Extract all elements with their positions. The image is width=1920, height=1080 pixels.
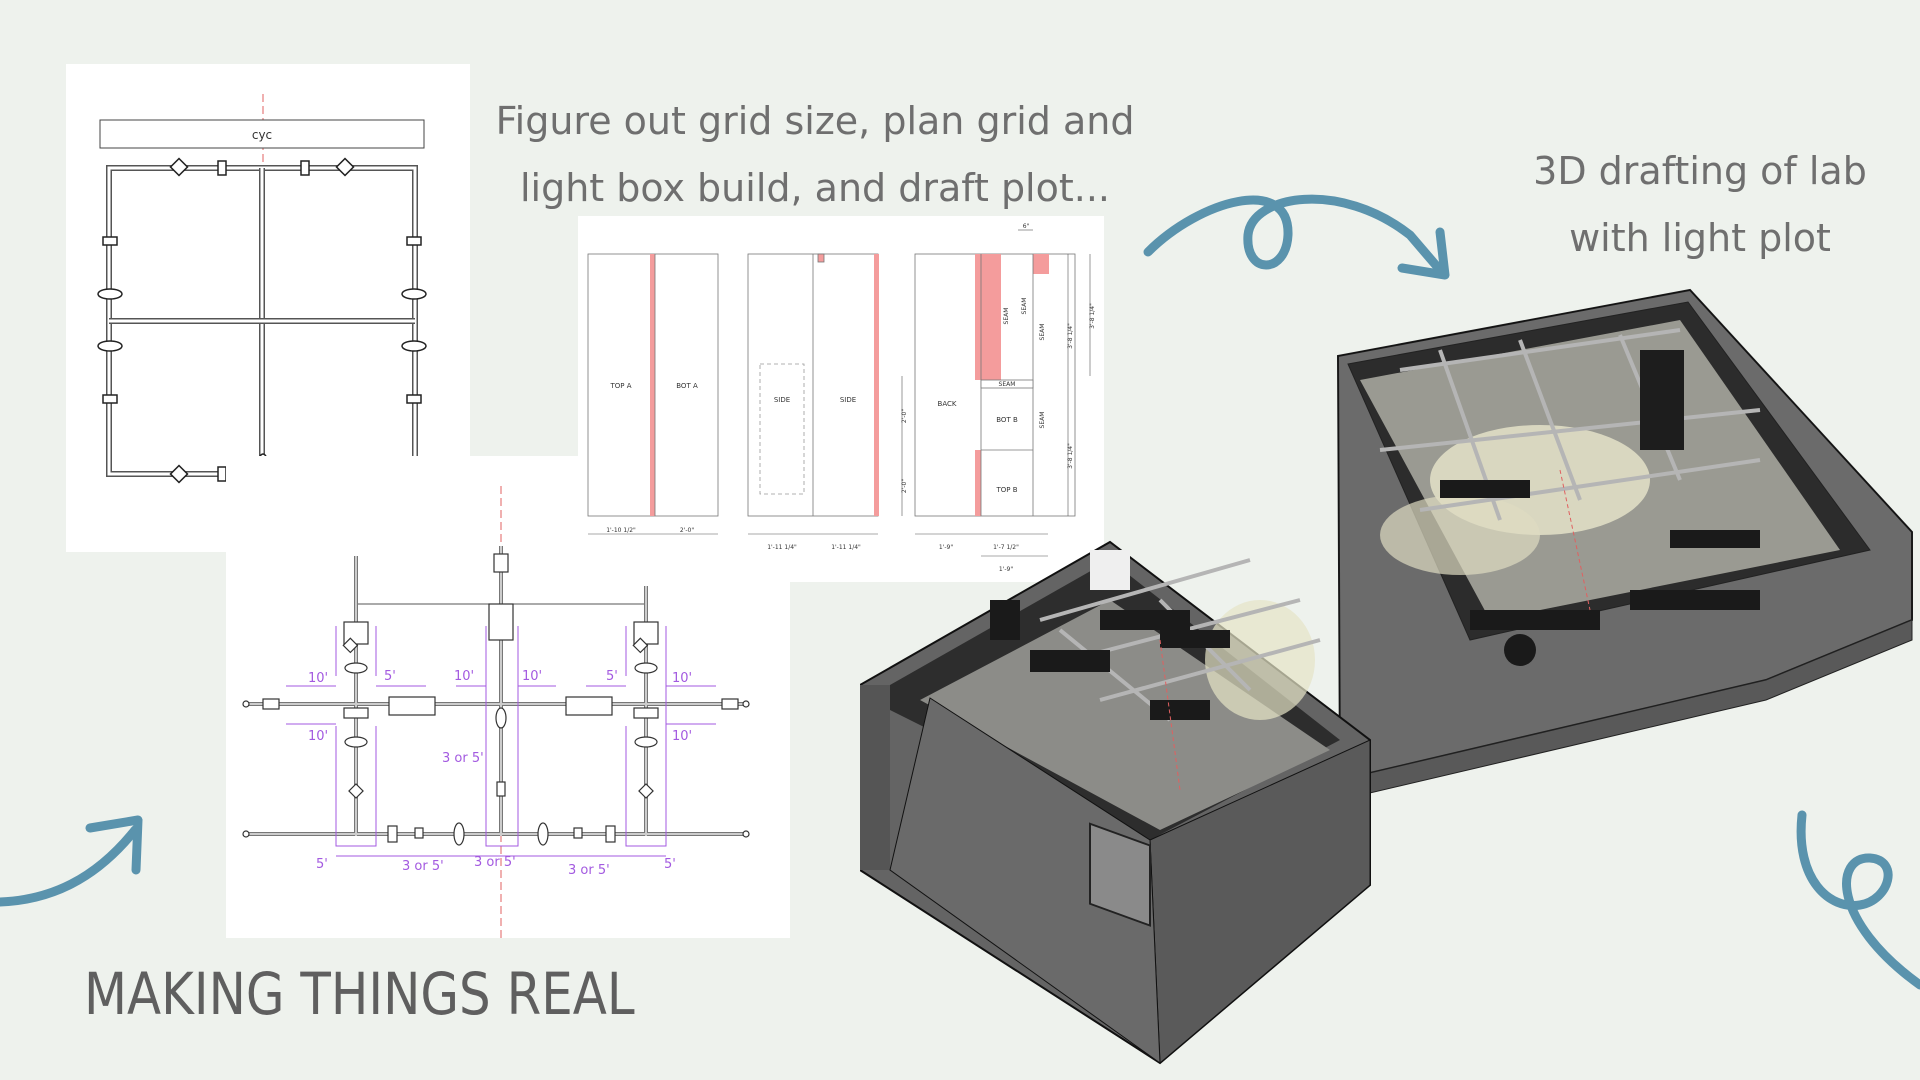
lab-room-right: [1336, 288, 1913, 801]
dim-label: 10': [672, 671, 692, 686]
side-label: SIDE: [840, 396, 856, 404]
dim-label: 5': [664, 857, 676, 872]
dim-label: 2'-0": [901, 479, 908, 493]
caption-line: Figure out grid size, plan grid and: [495, 99, 1135, 143]
lightbox-build-drawing: TOP A BOT A SIDE SIDE BACK BOT B TOP B S…: [578, 216, 1104, 582]
dim-label: 1'-9": [939, 544, 953, 551]
top-b-label: TOP B: [995, 486, 1017, 494]
caption-line: with light plot: [1569, 216, 1831, 260]
dim-label: 2'-0": [680, 527, 694, 534]
lab-room-left: [860, 540, 1371, 1065]
dim-label: 10': [308, 671, 328, 686]
grid-plan-drawing: cyc: [66, 64, 470, 552]
dim-label: 10': [522, 669, 542, 684]
dim-label: 3 or 5': [402, 859, 444, 874]
dim-label: 10': [308, 729, 328, 744]
lab-3d-render: [860, 288, 1913, 1065]
dim-label: 3'-8 1/4": [1089, 303, 1096, 329]
light-plot-drawing: 10' 5' 10' 10' 5' 10' 10' 10' 3 or 5' 5'…: [226, 456, 790, 938]
bot-b-label: BOT B: [996, 416, 1018, 424]
seam-label: SEAM: [999, 381, 1016, 388]
dim-label: 10': [454, 669, 474, 684]
dim-label: 3 or 5': [568, 863, 610, 878]
top-a-label: TOP A: [609, 382, 631, 390]
side-label: SIDE: [774, 396, 790, 404]
slide-title: MAKING THINGS REAL: [84, 960, 635, 1028]
dim-label: 1'-11 1/4": [767, 544, 797, 551]
dim-label: 3'-8 1/4": [1067, 443, 1074, 469]
cyc-label: cyc: [252, 128, 272, 142]
dim-label: 10': [672, 729, 692, 744]
bot-a-label: BOT A: [676, 382, 698, 390]
curly-arrow-top: [1143, 194, 1450, 280]
arrow-bottom-left: [0, 815, 143, 907]
dim-label: 1'-9": [999, 566, 1013, 573]
seam-label: SEAM: [1021, 298, 1028, 315]
caption-3d-drafting: 3D drafting of lab with light plot: [1500, 138, 1900, 272]
dim-label: 1'-7 1/2": [993, 544, 1019, 551]
dim-label: 5': [384, 669, 396, 684]
dim-label: 6": [1023, 223, 1030, 230]
seam-label: SEAM: [1039, 324, 1046, 341]
curly-arrow-right: [1796, 810, 1920, 990]
dim-label: 3 or 5': [474, 855, 516, 870]
dim-label: 5': [316, 857, 328, 872]
dim-label: 3'-8 1/4": [1067, 323, 1074, 349]
caption-line: light box build, and draft plot...: [519, 166, 1111, 210]
seam-label: SEAM: [1039, 412, 1046, 429]
dim-label: 1'-11 1/4": [831, 544, 861, 551]
caption-line: 3D drafting of lab: [1533, 149, 1867, 193]
dim-label: 2'-0": [901, 409, 908, 423]
dim-label: 1'-10 1/2": [606, 527, 636, 534]
back-label: BACK: [938, 400, 957, 408]
dim-label: 3 or 5': [442, 751, 484, 766]
seam-label: SEAM: [1003, 308, 1010, 325]
dim-label: 5': [606, 669, 618, 684]
caption-grid-plan: Figure out grid size, plan grid and ligh…: [490, 88, 1140, 222]
